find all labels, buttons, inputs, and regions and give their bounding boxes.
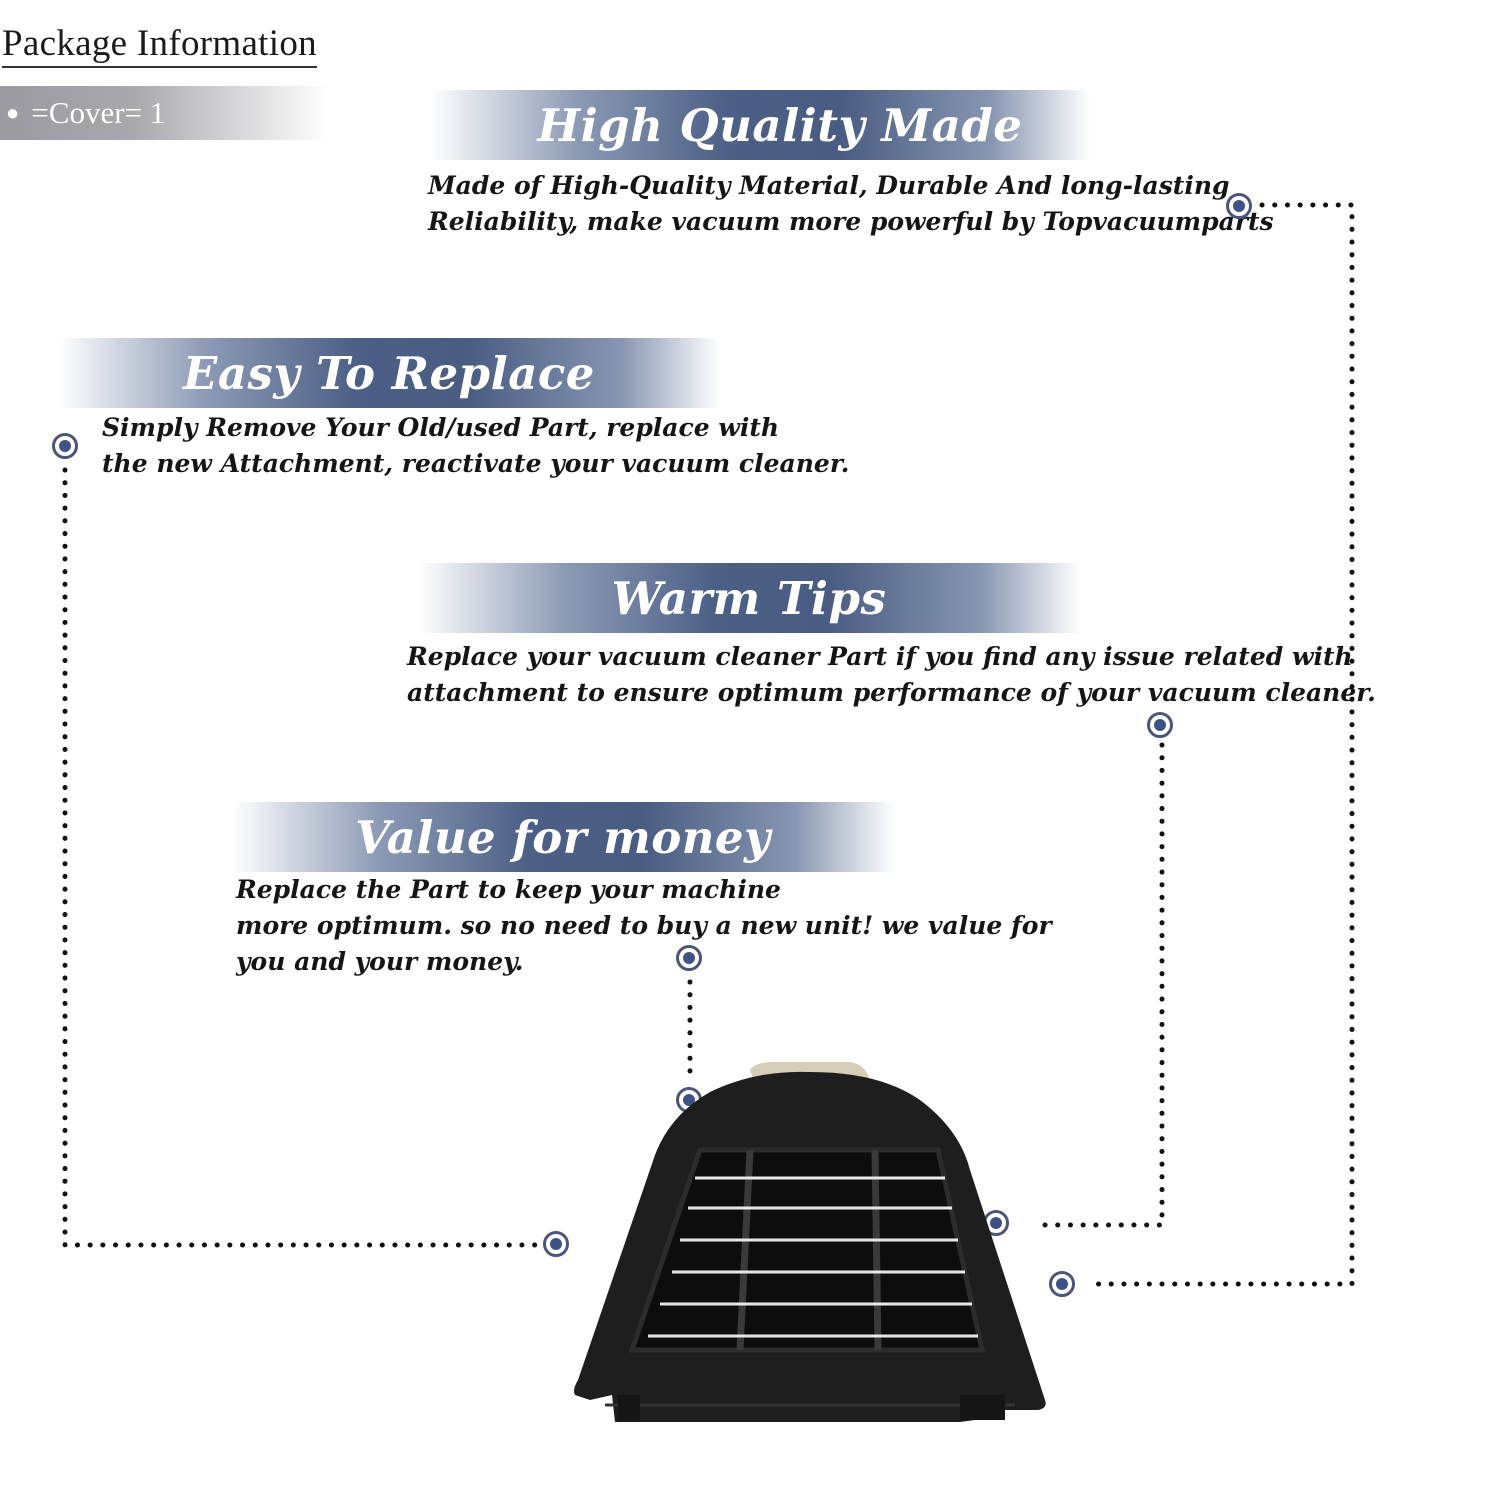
- connector-easy-replace: [62, 467, 538, 1248]
- banner-warm-tips: Warm Tips: [418, 563, 1080, 633]
- connector-warm-tips: [1037, 742, 1165, 1228]
- bullet-icon: ●: [6, 100, 20, 125]
- banner-value-money: Value for money: [232, 802, 894, 872]
- callout-marker-icon: [1147, 712, 1173, 738]
- banner-title: Value for money: [355, 810, 771, 864]
- callout-marker-icon: [1226, 193, 1252, 219]
- banner-title: Warm Tips: [611, 571, 887, 625]
- package-information-title: Package Information: [2, 22, 317, 68]
- product-foot: [960, 1395, 1005, 1420]
- banner-easy-replace: Easy To Replace: [58, 338, 720, 408]
- product-grille: [628, 1147, 986, 1353]
- callout-marker-icon: [676, 945, 702, 971]
- banner-title: Easy To Replace: [183, 346, 595, 400]
- package-item-label: =Cover= 1: [31, 95, 166, 130]
- desc-easy-replace: Simply Remove Your Old/used Part, replac…: [102, 413, 850, 478]
- callout-marker-icon: [1049, 1271, 1075, 1297]
- desc-value-money: Replace the Part to keep your machine mo…: [236, 875, 1052, 976]
- desc-high-quality: Made of High-Quality Material, Durable A…: [428, 171, 1274, 236]
- callout-marker-icon: [543, 1231, 569, 1257]
- product-foot: [618, 1395, 640, 1420]
- callout-marker-icon: [52, 433, 78, 459]
- desc-warm-tips: Replace your vacuum cleaner Part if you …: [407, 642, 1376, 707]
- product-cover-illustration: [574, 1062, 1046, 1422]
- banner-high-quality: High Quality Made: [430, 90, 1090, 160]
- package-item: ● =Cover= 1: [0, 86, 330, 140]
- connector-high-quality: [1085, 202, 1355, 1287]
- banner-title: High Quality Made: [537, 98, 1023, 152]
